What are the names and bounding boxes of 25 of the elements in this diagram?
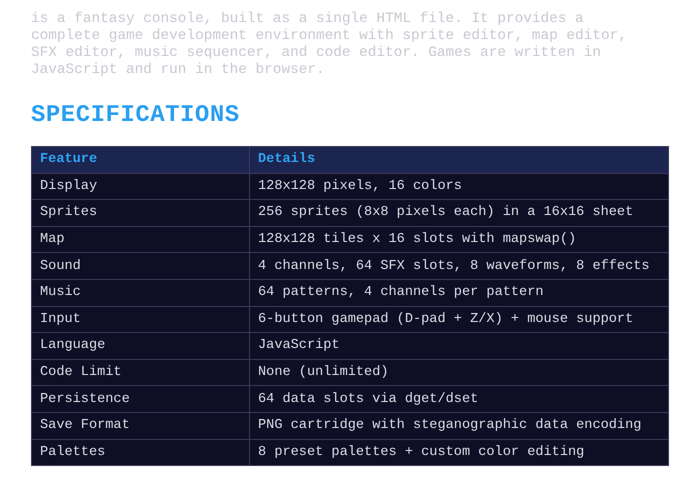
table-cell: 64 patterns, 4 channels per pattern [250, 279, 668, 306]
table-cell: 128x128 pixels, 16 colors [250, 173, 668, 200]
table-cell: Palettes [32, 439, 250, 466]
table-cell: 64 data slots via dget/dset [250, 386, 668, 412]
table-cell: 4 channels, 64 SFX slots, 8 waveforms, 8 effects [250, 252, 668, 280]
table-cell: 128x128 tiles x 16 slots with mapswap() [250, 226, 668, 253]
table-header-cell: Details [250, 146, 668, 174]
table-cell: Persistence [32, 386, 250, 412]
table-cell: Input [32, 306, 250, 333]
table-cell: Map [32, 226, 250, 253]
table-cell: JavaScript [250, 332, 668, 360]
table-cell: 6-button gamepad (D-pad + Z/X) + mouse support [250, 306, 668, 333]
table-cell: 8 preset palettes + custom color editing [250, 439, 668, 466]
table-cell: Language [32, 332, 250, 360]
table-cell: 256 sprites (8x8 pixels each) in a 16x16 sheet [250, 200, 668, 226]
section-heading: SPECIFICATIONS [31, 102, 240, 129]
table-cell: Sprites [32, 200, 250, 226]
table-header-cell: Feature [32, 146, 250, 174]
table-cell: Sound [32, 252, 250, 280]
table-cell: None (unlimited) [250, 359, 668, 386]
table-cell: Display [32, 173, 250, 200]
table-cell: PNG cartridge with steganographic data encoding [250, 412, 668, 440]
table-cell: Save Format [32, 412, 250, 440]
table-cell: Code Limit [32, 359, 250, 386]
table-cell: Music [32, 279, 250, 306]
